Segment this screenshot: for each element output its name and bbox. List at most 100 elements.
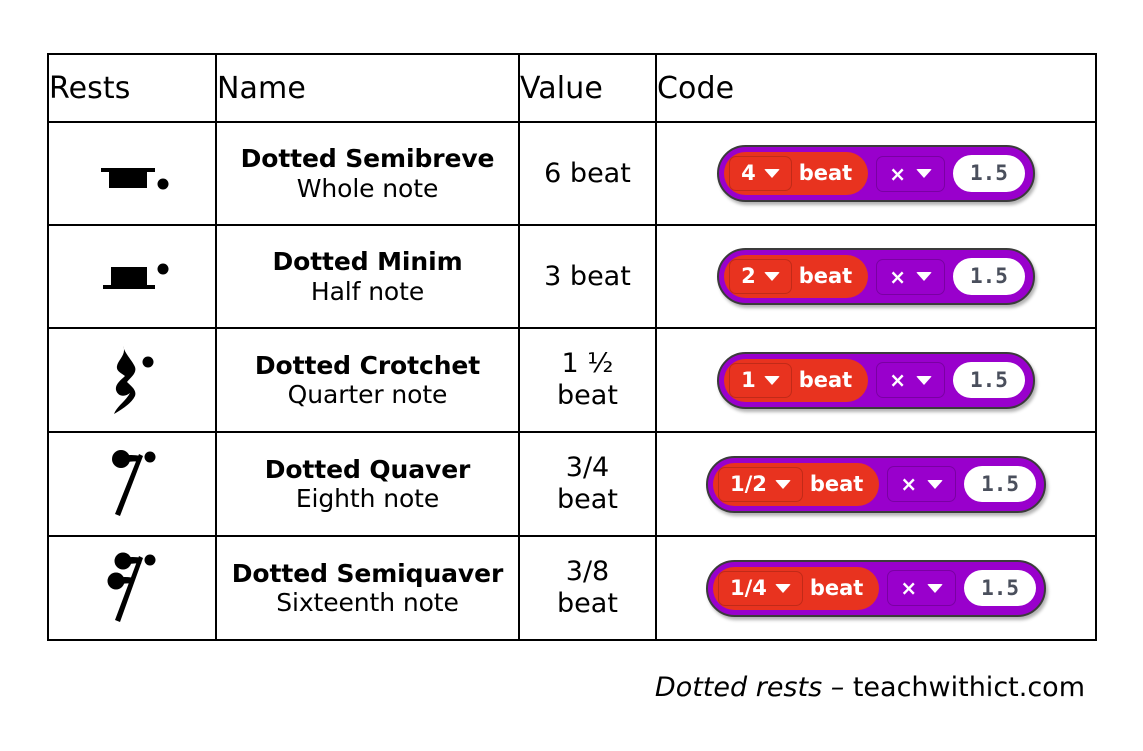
chevron-down-icon bbox=[915, 272, 932, 281]
beat-value-text: 1 bbox=[741, 367, 756, 392]
operator-symbol: × bbox=[889, 264, 906, 289]
table-header-row: Rests Name Value Code bbox=[47, 53, 1097, 123]
code-cell: 2 beat × 1.5 bbox=[655, 224, 1097, 329]
beat-value-text: 2 bbox=[741, 264, 756, 288]
beat-reporter-block[interactable]: 2 beat bbox=[724, 255, 869, 298]
footer-title: Dotted rests bbox=[654, 672, 823, 703]
beat-label: beat bbox=[798, 264, 853, 288]
rest-cell bbox=[47, 431, 217, 537]
beat-value-dropdown[interactable]: 1/2 bbox=[717, 466, 803, 502]
multiply-operator-block[interactable]: 2 beat × 1.5 bbox=[717, 248, 1035, 305]
multiply-operator-block[interactable]: 4 beat × 1.5 bbox=[717, 145, 1035, 202]
dotted-crotchet-rest-icon bbox=[114, 346, 154, 414]
footer-caption: Dotted rests – teachwithict.com bbox=[0, 672, 1085, 703]
beat-value-text: 1/4 bbox=[729, 575, 767, 600]
chevron-down-icon bbox=[763, 375, 780, 385]
multiplier-input[interactable]: 1.5 bbox=[952, 361, 1025, 399]
beat-reporter-block[interactable]: 1/2 beat bbox=[712, 462, 880, 506]
scratch-block[interactable]: 1/4 beat × 1.5 bbox=[705, 559, 1047, 617]
note-name-american: Quarter note bbox=[287, 380, 448, 409]
operator-dropdown[interactable]: × bbox=[876, 362, 945, 398]
column-header-name: Name bbox=[215, 53, 520, 123]
beat-label: beat bbox=[798, 367, 853, 392]
column-header-value: Value bbox=[518, 53, 657, 123]
dotted-quaver-rest-icon bbox=[112, 450, 156, 516]
note-name-american: Half note bbox=[310, 276, 425, 306]
operator-symbol: × bbox=[889, 368, 906, 392]
value-cell: 3 beat bbox=[518, 224, 657, 329]
rest-cell bbox=[47, 535, 217, 641]
value-cell: 3/8 beat bbox=[518, 535, 657, 641]
column-header-rests: Rests bbox=[47, 53, 217, 123]
operator-dropdown[interactable]: × bbox=[876, 258, 945, 295]
chevron-down-icon bbox=[774, 479, 791, 489]
note-name-american: Sixteenth note bbox=[276, 588, 459, 617]
name-cell: Dotted Minim Half note bbox=[215, 224, 520, 329]
note-name-british: Dotted Minim bbox=[272, 247, 463, 276]
chevron-down-icon bbox=[774, 583, 791, 593]
rests-reference-table: Rests Name Value Code Dotted Semibreve W… bbox=[47, 53, 1097, 641]
operator-symbol: × bbox=[900, 576, 918, 600]
footer-site: teachwithict.com bbox=[852, 672, 1085, 703]
note-name-british: Dotted Semiquaver bbox=[231, 558, 504, 588]
chevron-down-icon bbox=[927, 583, 944, 593]
beat-reporter-block[interactable]: 1/4 beat bbox=[712, 566, 880, 610]
rest-cell bbox=[47, 121, 217, 226]
multiply-operator-block[interactable]: 1 beat × 1.5 bbox=[717, 351, 1035, 409]
note-name-british: Dotted Semibreve bbox=[240, 144, 495, 173]
note-name-british: Dotted Crotchet bbox=[254, 350, 481, 380]
table-row: Dotted Minim Half note 3 beat 2 beat bbox=[47, 224, 1097, 329]
code-cell: 1 beat × 1.5 bbox=[655, 327, 1097, 433]
beat-reporter-block[interactable]: 1 beat bbox=[724, 358, 869, 402]
code-cell: 4 beat × 1.5 bbox=[655, 121, 1097, 226]
operator-dropdown[interactable]: × bbox=[887, 570, 957, 606]
name-cell: Dotted Quaver Eighth note bbox=[215, 431, 520, 537]
beat-value-dropdown[interactable]: 4 bbox=[729, 156, 792, 191]
operator-dropdown[interactable]: × bbox=[887, 466, 957, 502]
beat-value-text: 1/2 bbox=[729, 471, 767, 496]
table-row: Dotted Semibreve Whole note 6 beat 4 b bbox=[47, 121, 1097, 226]
operator-symbol: × bbox=[900, 472, 918, 496]
multiplier-input[interactable]: 1.5 bbox=[952, 155, 1025, 192]
table-row: Dotted Semiquaver Sixteenth note 3/8 bea… bbox=[47, 535, 1097, 641]
scratch-block[interactable]: 4 beat × 1.5 bbox=[717, 145, 1035, 202]
beat-value-text: 4 bbox=[741, 161, 756, 185]
chevron-down-icon bbox=[763, 272, 780, 281]
footer-separator: – bbox=[822, 672, 853, 703]
table-row: Dotted Quaver Eighth note 3/4 beat 1/2 bbox=[47, 431, 1097, 537]
beat-label: beat bbox=[809, 471, 864, 496]
dotted-semiquaver-rest-icon bbox=[107, 552, 156, 622]
operator-dropdown[interactable]: × bbox=[876, 155, 945, 192]
name-cell: Dotted Semiquaver Sixteenth note bbox=[215, 535, 520, 641]
value-cell: 3/4 beat bbox=[518, 431, 657, 537]
chevron-down-icon bbox=[763, 169, 780, 178]
multiply-operator-block[interactable]: 1/4 beat × 1.5 bbox=[705, 559, 1047, 617]
beat-label: beat bbox=[809, 575, 864, 600]
dotted-minim-rest-icon bbox=[103, 263, 169, 289]
note-name-american: Eighth note bbox=[295, 484, 440, 513]
scratch-block[interactable]: 1 beat × 1.5 bbox=[717, 351, 1035, 409]
chevron-down-icon bbox=[915, 169, 932, 178]
note-name-american: Whole note bbox=[296, 173, 439, 203]
name-cell: Dotted Semibreve Whole note bbox=[215, 121, 520, 226]
beat-value-dropdown[interactable]: 2 bbox=[729, 259, 792, 294]
dotted-semibreve-rest-icon bbox=[101, 167, 169, 189]
name-cell: Dotted Crotchet Quarter note bbox=[215, 327, 520, 433]
value-cell: 6 beat bbox=[518, 121, 657, 226]
scratch-block[interactable]: 2 beat × 1.5 bbox=[717, 248, 1035, 305]
multiplier-input[interactable]: 1.5 bbox=[964, 465, 1037, 503]
column-header-code: Code bbox=[655, 53, 1097, 123]
beat-reporter-block[interactable]: 4 beat bbox=[724, 152, 869, 195]
multiply-operator-block[interactable]: 1/2 beat × 1.5 bbox=[705, 455, 1047, 513]
multiplier-input[interactable]: 1.5 bbox=[964, 569, 1037, 607]
rest-cell bbox=[47, 327, 217, 433]
multiplier-input[interactable]: 1.5 bbox=[952, 258, 1025, 295]
beat-value-dropdown[interactable]: 1/4 bbox=[717, 570, 803, 606]
beat-value-dropdown[interactable]: 1 bbox=[729, 362, 792, 398]
chevron-down-icon bbox=[915, 375, 932, 385]
note-name-british: Dotted Quaver bbox=[264, 454, 471, 484]
beat-label: beat bbox=[798, 161, 853, 185]
chevron-down-icon bbox=[927, 479, 944, 489]
scratch-block[interactable]: 1/2 beat × 1.5 bbox=[705, 455, 1047, 513]
